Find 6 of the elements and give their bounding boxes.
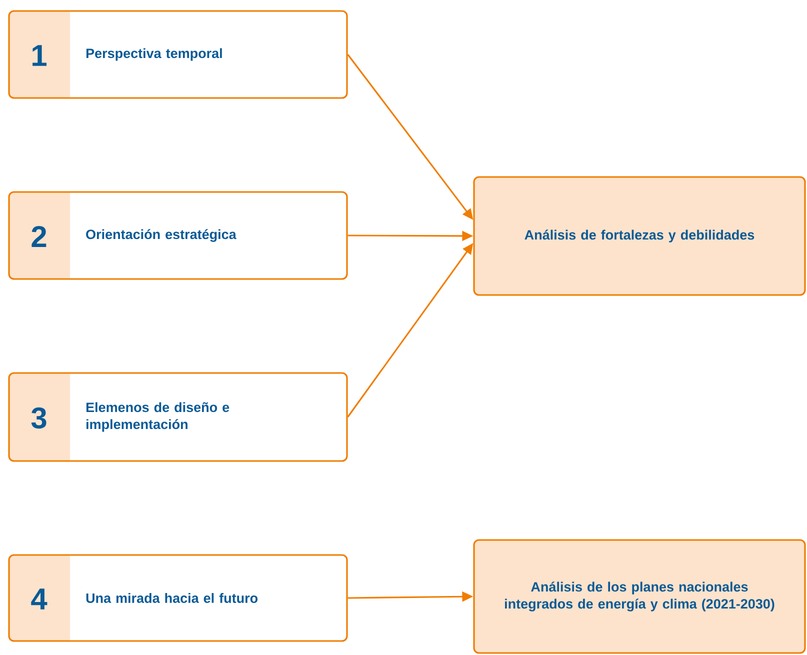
result-box: Análisis de los planes nacionales integrados de energía y clima (2021-2030) <box>473 539 806 654</box>
numbered-box: 4 Una mirada hacia el futuro <box>8 554 348 642</box>
result-box: Análisis de fortalezas y debilidades <box>473 176 806 296</box>
numbered-box: 3 Elemenos de diseño e implementación <box>8 372 348 462</box>
numbered-box: 1 Perspectiva temporal <box>8 10 348 99</box>
numbered-box: 2 Orientación estratégica <box>8 191 348 280</box>
